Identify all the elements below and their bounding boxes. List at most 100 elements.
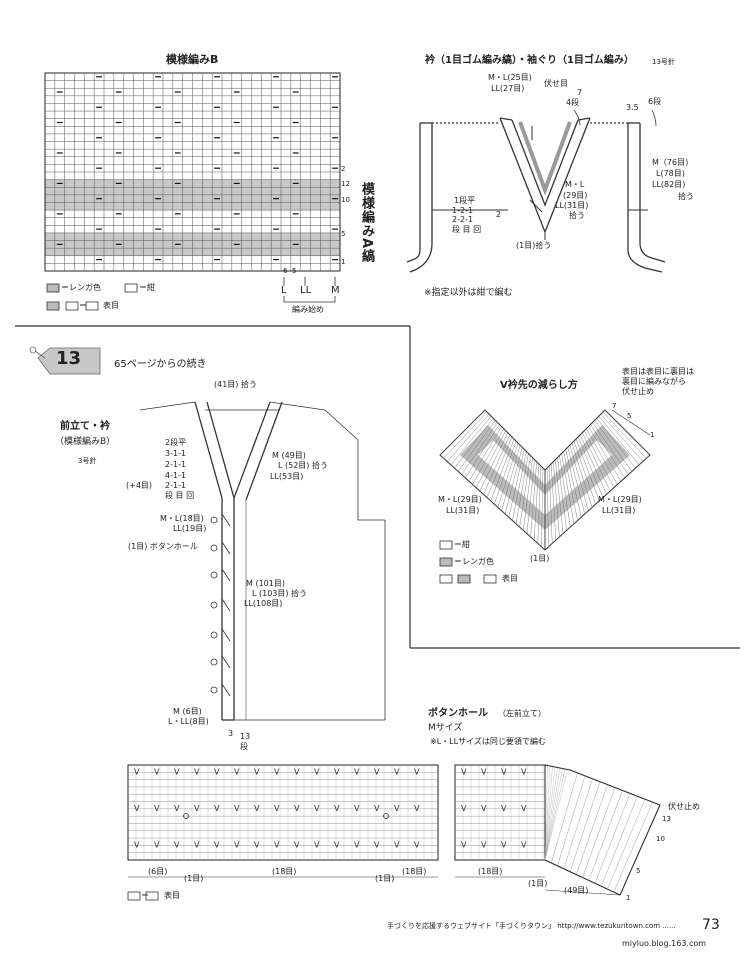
front-m49: M (49目) (272, 451, 306, 460)
collar-hirou2: 拾う (678, 192, 694, 201)
pattern-b-chart (44, 72, 341, 303)
bh-dim-line (544, 889, 621, 896)
v-mark: V (154, 767, 160, 776)
v-grid-line (465, 424, 500, 479)
front-l103: L (103目) 拾う (252, 589, 308, 598)
col-num: 5 (292, 267, 297, 275)
v-grid-line (454, 418, 494, 469)
v-grid-line (567, 447, 586, 515)
collar-needle: 13号針 (652, 58, 675, 66)
bh-corner (544, 764, 661, 896)
bh-corner-line (544, 765, 548, 861)
bh-corner-line (544, 768, 563, 861)
v-mark: V (194, 767, 200, 776)
collar-dec: 2-2-1 (452, 215, 474, 224)
tag-number: 13 (56, 348, 82, 369)
size-m: M (331, 285, 340, 296)
bh-corner-line (613, 802, 653, 893)
bh-count: (1目) (184, 874, 204, 883)
v-mark: V (461, 767, 467, 776)
v-grid-line (596, 418, 636, 469)
v-mark: V (254, 804, 260, 813)
pattern-a-side-label: 模様編みA縞 (359, 182, 374, 264)
v-grid-line (523, 457, 533, 531)
collar-one-hirou: (1目)拾う (516, 241, 552, 250)
v-grid-line (563, 451, 578, 521)
vcollar-legend-renga: ＝レンガ色 (454, 557, 494, 566)
bh-corner-line (607, 799, 646, 890)
bh-corner-line (582, 787, 616, 878)
collar-dec: 1段平 (454, 196, 476, 205)
v-grid-line (479, 432, 508, 492)
tag-continue: 65ページからの続き (114, 359, 207, 370)
v-mark: V (461, 804, 467, 813)
buttonhole-slit (221, 568, 231, 582)
collar-title: 衿（1目ゴム編み縞）・袖ぐり（1目ゴム編み） (425, 55, 634, 66)
watermark: miyluo.blog.163.com (622, 939, 707, 948)
vcollar-note: 表目は表目に裏目は (622, 367, 694, 376)
vcollar-five: 5 (627, 412, 632, 420)
v-mark: V (174, 840, 180, 849)
grid-border (44, 72, 341, 272)
v-mark: V (234, 767, 240, 776)
bh-yo (183, 813, 189, 819)
buttonhole-mark (210, 571, 218, 579)
bh-corner-line (544, 767, 561, 861)
v-mark: V (254, 840, 260, 849)
v-mark: V (214, 804, 220, 813)
v-grid-line (439, 409, 486, 456)
col-num: 6 (283, 267, 288, 275)
v-mark: V (134, 804, 140, 813)
front-dec: 2-1-1 (165, 460, 187, 469)
collar-m76: M（76目) (652, 158, 689, 167)
v-grid-line (582, 432, 611, 492)
buttonhole-slit (221, 541, 231, 555)
collar-note: ※指定以外は紺で編む (424, 288, 513, 298)
v-grid-line (551, 463, 557, 541)
v-mark: V (481, 804, 487, 813)
vcollar-one: 1 (650, 431, 655, 439)
buttonhole-mark (210, 631, 218, 639)
bh-row: 10 (656, 835, 665, 843)
bh-left-block (127, 764, 439, 861)
vcollar-center: (1目) (530, 554, 550, 563)
front-dec: 4-1-1 (165, 471, 187, 480)
v-mark: V (174, 767, 180, 776)
v-grid-line (590, 424, 625, 479)
v-grid-line (515, 453, 529, 524)
v-grid-line (472, 428, 504, 485)
bh-corner-line (594, 793, 631, 884)
v-mark: V (501, 767, 507, 776)
v-mark: V (374, 804, 380, 813)
front-thirteen: 13 (240, 732, 251, 741)
v-grid-line (577, 436, 604, 498)
v-mark: V (394, 840, 400, 849)
v-grid-line (575, 438, 600, 501)
collar-dec: 段 目 回 (452, 225, 482, 234)
buttonhole-mark (210, 516, 218, 524)
v-grid-line (571, 443, 593, 508)
v-grid-line (519, 455, 531, 528)
v-grid-line (508, 449, 525, 518)
v-grid-line (483, 434, 511, 495)
vcollar-legend-omote: 表目 (502, 574, 518, 583)
v-grid-line (512, 451, 527, 521)
v-mark: V (481, 840, 487, 849)
row-num: 10 (341, 196, 350, 204)
v-grid-line (588, 426, 622, 482)
v-mark: V (354, 840, 360, 849)
vcollar-seven: 7 (612, 402, 617, 410)
bh-legend-eq: ＝ (141, 891, 149, 900)
collar-fusedome: 伏せ目 (544, 79, 568, 88)
bh-corner-line (557, 775, 586, 866)
v-grid-line (586, 428, 618, 485)
v-mark: V (254, 767, 260, 776)
collar-ll82: LL(82目) (652, 180, 686, 189)
v-grid-line (548, 465, 553, 544)
v-grid-line (526, 459, 535, 534)
front-lll8: L・LL(8目) (168, 717, 209, 726)
v-mark: V (194, 804, 200, 813)
collar-ml: M・L (565, 180, 585, 189)
v-mark: V (334, 767, 340, 776)
